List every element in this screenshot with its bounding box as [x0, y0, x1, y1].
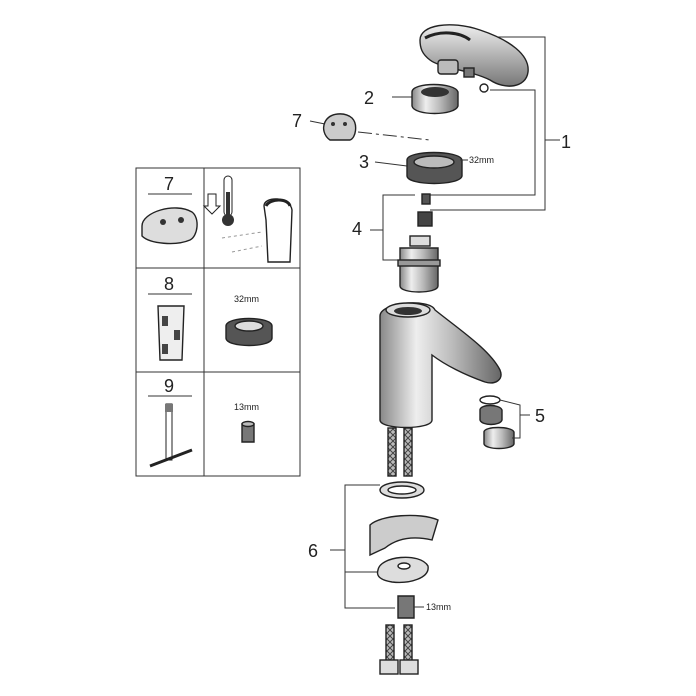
callout-2: 2	[364, 88, 374, 108]
supply-hoses-upper	[387, 427, 413, 477]
part-7-cap: 7	[292, 111, 431, 141]
callout-7: 7	[292, 111, 302, 131]
dim-32mm-top: 32mm	[469, 155, 494, 165]
legend-dim-13mm: 13mm	[234, 402, 259, 412]
set-screw	[463, 67, 475, 78]
callout-5: 5	[535, 406, 545, 426]
callout-3: 3	[359, 152, 369, 172]
arrow-down-icon	[202, 193, 222, 215]
thermometer-icon	[222, 175, 234, 226]
legend-number-7: 7	[164, 174, 174, 194]
spare-parts-legend: 7 8	[135, 167, 301, 477]
legend-number-9: 9	[164, 376, 174, 396]
part-2-cap: 2	[364, 83, 459, 115]
callout-6: 6	[308, 541, 318, 561]
clamp-washer	[376, 556, 429, 584]
lever-handle	[419, 24, 529, 93]
dim-13mm-bottom: 13mm	[426, 602, 451, 612]
part-3-nut: 3 32mm	[359, 151, 494, 185]
legend-dim-32mm: 32mm	[234, 294, 259, 304]
faucet-body	[379, 302, 502, 429]
part-6-mounting-set: 6 13mm	[308, 481, 451, 619]
legend-row-9: 9 13mm	[148, 376, 259, 468]
supply-hoses-lower	[379, 624, 419, 675]
legend-number-8: 8	[164, 274, 174, 294]
part-5-aerator: 5	[479, 395, 545, 450]
legend-row-8: 8 32mm	[148, 274, 273, 361]
support-plate	[369, 514, 439, 557]
bracket-1	[430, 36, 560, 211]
callout-1: 1	[561, 132, 571, 152]
callout-4: 4	[352, 219, 362, 239]
legend-row-7: 7	[141, 174, 293, 263]
nut-13mm	[397, 595, 415, 619]
part-4-cartridge: 4	[352, 193, 441, 293]
